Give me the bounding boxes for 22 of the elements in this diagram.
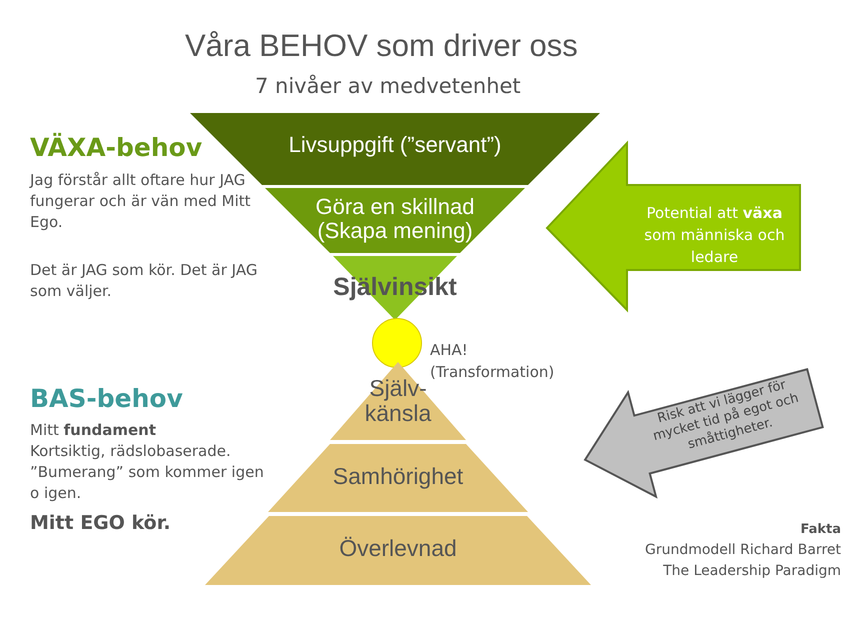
heading: BAS-behov [30, 384, 183, 413]
paragraph: Jag förstår allt oftare hur JAG fungerar och är vän med Mitt Ego. [30, 170, 252, 233]
paragraph: Det är JAG som kör. Det är JAG som väljer. [30, 260, 258, 302]
level-label: Göra en skillnad (Skapa mening) [314, 195, 476, 244]
note-text: Grundmodell Richard Barret [644, 542, 841, 558]
level-label: Samhörighet [332, 464, 464, 490]
arrow-shape [547, 143, 800, 310]
paragraph: Mitt fundament [30, 420, 158, 441]
arrow-text: Potential att växa som människa och ledare [643, 203, 786, 268]
side-note: AHA! (Transformation) [430, 340, 556, 383]
paragraph: Kortsiktig, rädslobaserade. ”Bumerang” som kommer igen o igen. [30, 441, 265, 504]
pyramid-band [268, 444, 528, 512]
pyramid-band [205, 516, 591, 585]
note-heading: Fakta [800, 522, 841, 537]
emphasis-text: Mitt EGO kör. [30, 512, 171, 534]
title: Våra BEHOV som driver oss [185, 28, 578, 64]
funnel-band [265, 188, 525, 253]
subtitle: 7 nivåer av medvetenhet [255, 74, 521, 98]
heading: VÄXA-behov [30, 133, 202, 162]
note-text: The Leadership Paradigm [663, 563, 841, 579]
circle [372, 318, 422, 368]
level-label: Överlevnad [338, 536, 458, 562]
